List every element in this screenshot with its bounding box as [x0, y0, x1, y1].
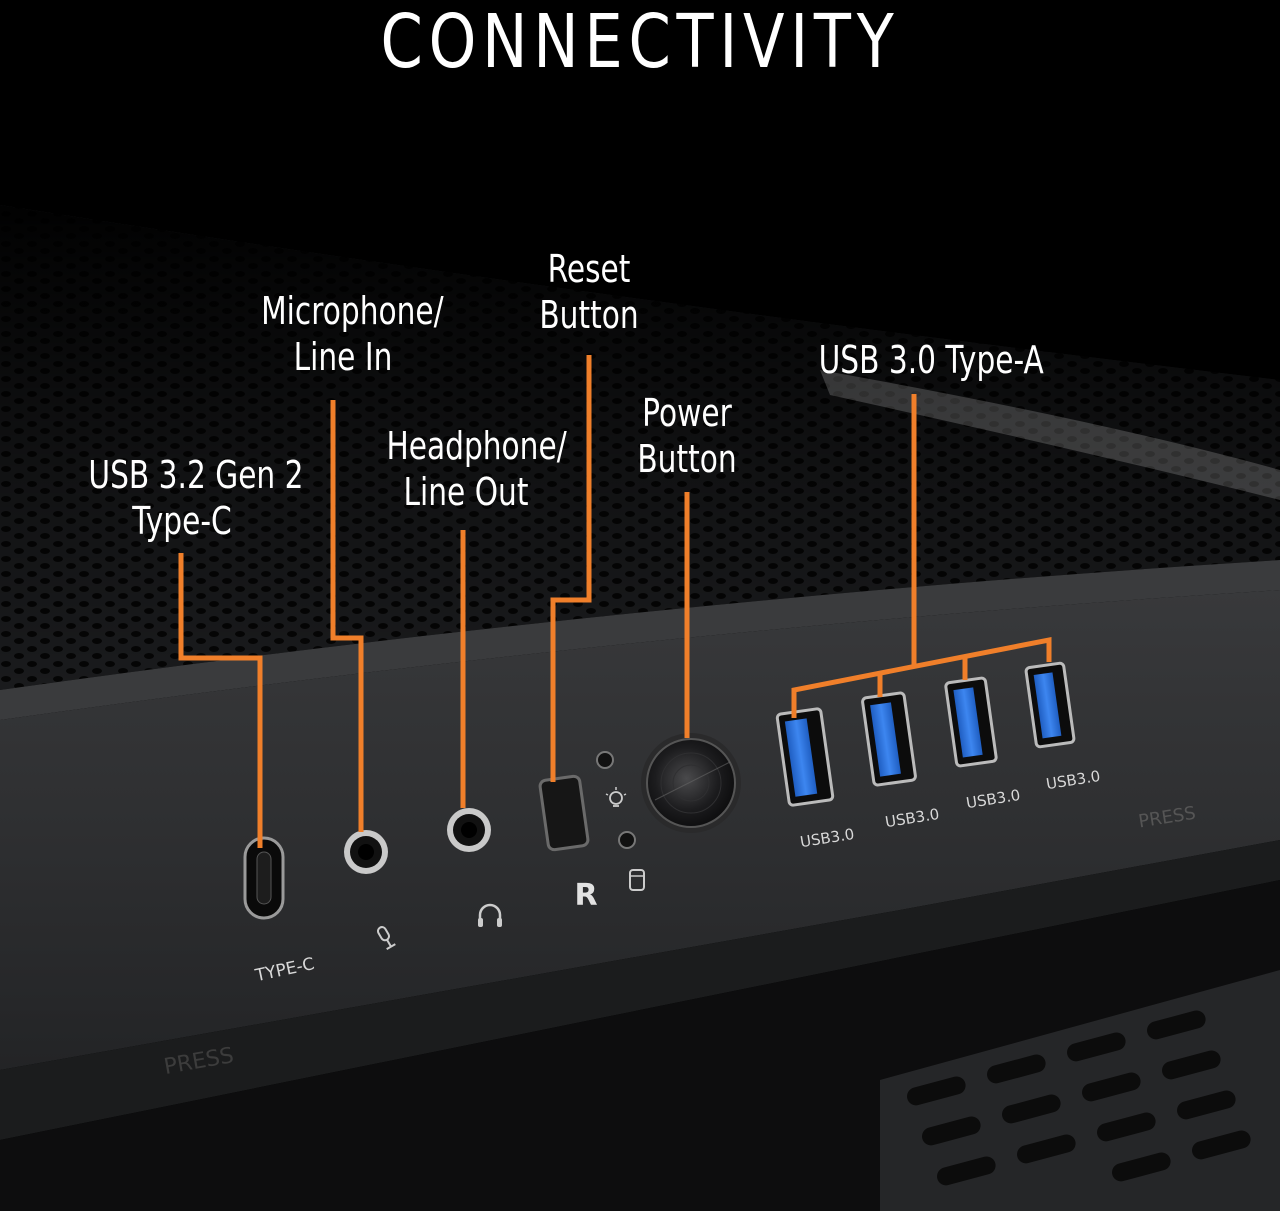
headphone-jack — [447, 808, 491, 852]
callout-mic-line1: Microphone/ — [261, 289, 444, 333]
hdd-icon — [629, 869, 645, 891]
usb-a-port-4 — [1024, 661, 1076, 749]
leader-usb-a — [791, 394, 1052, 718]
callout-reset-line1: Reset — [547, 247, 631, 291]
microphone-icon — [377, 926, 396, 951]
leader-reset — [550, 355, 592, 782]
callout-usb-a: USB 3.0 Type-A — [818, 337, 1044, 383]
callout-usb-a-line1: USB 3.0 Type-A — [818, 338, 1044, 382]
page-title: CONNECTIVITY — [380, 0, 900, 85]
power-led — [596, 751, 614, 769]
leader-usb-c — [178, 553, 263, 848]
callout-usb-c-line1: USB 3.2 Gen 2 — [88, 453, 304, 497]
callout-usb-c: USB 3.2 Gen 2 Type-C — [88, 452, 304, 544]
side-mesh — [880, 970, 1280, 1211]
callout-power-line2: Button — [637, 437, 737, 481]
power-button — [641, 733, 741, 833]
usb-a-port-1 — [775, 707, 835, 807]
callout-headphone-line2: Line Out — [403, 470, 529, 514]
leader-mic — [330, 400, 364, 832]
callout-reset-line2: Button — [539, 293, 639, 337]
callout-reset: Reset Button — [535, 246, 643, 338]
reset-button — [538, 774, 590, 852]
callout-power: Power Button — [633, 390, 741, 482]
usb-c-port — [243, 836, 285, 920]
reset-mark: R — [574, 878, 597, 913]
usb-a-port-2 — [861, 691, 917, 787]
callout-headphone-line1: Headphone/ — [386, 424, 567, 468]
headphone-icon — [478, 903, 502, 927]
callout-mic-line2: Line In — [293, 335, 393, 379]
led-light-icon — [605, 787, 627, 807]
mic-jack — [344, 830, 388, 874]
callout-mic: Microphone/ Line In — [261, 288, 444, 380]
callout-usb-c-line2: Type-C — [132, 499, 232, 543]
callout-power-line1: Power — [642, 391, 732, 435]
usb-a-port-3 — [944, 676, 998, 768]
callout-headphone: Headphone/ Line Out — [386, 423, 567, 515]
hdd-led — [618, 831, 636, 849]
